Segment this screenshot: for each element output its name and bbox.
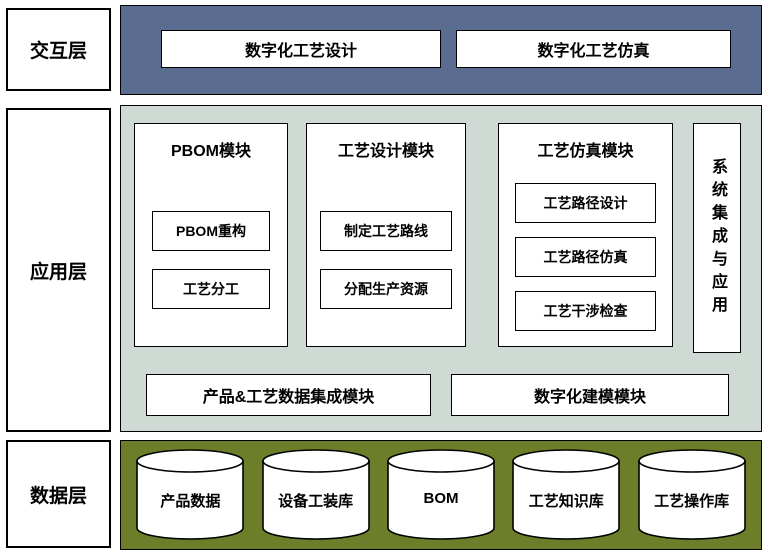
process-simulation-module-title: 工艺仿真模块 <box>537 143 634 160</box>
layer-label-data: 数据层 <box>6 440 111 548</box>
database-cylinder-icon <box>261 449 370 540</box>
database-cylinder-icon <box>637 449 746 540</box>
layer-label-interaction: 交互层 <box>6 8 111 91</box>
pbom-rebuild-box: PBOM重构 <box>151 211 271 251</box>
data-layer-band: 产品数据 设备工装库 BOM 工艺知识库 <box>120 440 762 550</box>
bom-store: BOM <box>385 448 497 542</box>
interaction-layer-band: 数字化工艺设计 数字化工艺仿真 <box>120 5 762 95</box>
pbom-module-items: PBOM重构 工艺分工 <box>135 211 287 309</box>
define-process-route-box: 制定工艺路线 <box>319 211 453 251</box>
process-design-module-box: 工艺设计模块 制定工艺路线 分配生产资源 <box>306 123 466 347</box>
layer-label-application: 应用层 <box>6 108 111 432</box>
product-data-store: 产品数据 <box>134 448 246 542</box>
system-integration-box: 系统集成与应用 <box>693 123 741 353</box>
allocate-resources-box: 分配生产资源 <box>319 269 453 309</box>
pbom-module-box: PBOM模块 PBOM重构 工艺分工 <box>134 123 288 347</box>
process-simulation-module-box: 工艺仿真模块 工艺路径设计 工艺路径仿真 工艺干涉检查 <box>498 123 673 347</box>
digital-process-simulation-box: 数字化工艺仿真 <box>456 30 731 68</box>
process-knowledge-store: 工艺知识库 <box>510 448 622 542</box>
application-layer-band: PBOM模块 PBOM重构 工艺分工 工艺设计模块 制定工艺路线 分配生产资源 … <box>120 105 762 432</box>
equipment-tooling-store: 设备工装库 <box>260 448 372 542</box>
process-operation-label: 工艺操作库 <box>654 493 730 510</box>
database-cylinder-icon <box>387 449 495 540</box>
system-integration-label: 系统集成与应用 <box>709 157 726 319</box>
process-division-box: 工艺分工 <box>151 269 271 309</box>
equipment-tooling-label: 设备工装库 <box>278 493 354 510</box>
process-simulation-module-items: 工艺路径设计 工艺路径仿真 工艺干涉检查 <box>499 183 672 331</box>
process-design-module-title: 工艺设计模块 <box>337 143 434 160</box>
pbom-module-title: PBOM模块 <box>170 143 251 160</box>
process-operation-store: 工艺操作库 <box>636 448 748 542</box>
path-simulation-box: 工艺路径仿真 <box>514 237 657 277</box>
digital-modeling-module-box: 数字化建模模块 <box>451 374 729 416</box>
process-design-module-items: 制定工艺路线 分配生产资源 <box>307 211 465 309</box>
process-knowledge-label: 工艺知识库 <box>528 493 604 510</box>
interference-check-box: 工艺干涉检查 <box>514 291 657 331</box>
path-design-box: 工艺路径设计 <box>514 183 657 223</box>
data-integration-module-box: 产品&工艺数据集成模块 <box>146 374 431 416</box>
database-cylinder-icon <box>512 449 621 540</box>
database-cylinder-icon <box>136 449 245 540</box>
product-data-label: 产品数据 <box>160 493 221 510</box>
bom-label: BOM <box>423 490 459 507</box>
digital-process-design-box: 数字化工艺设计 <box>161 30 441 68</box>
